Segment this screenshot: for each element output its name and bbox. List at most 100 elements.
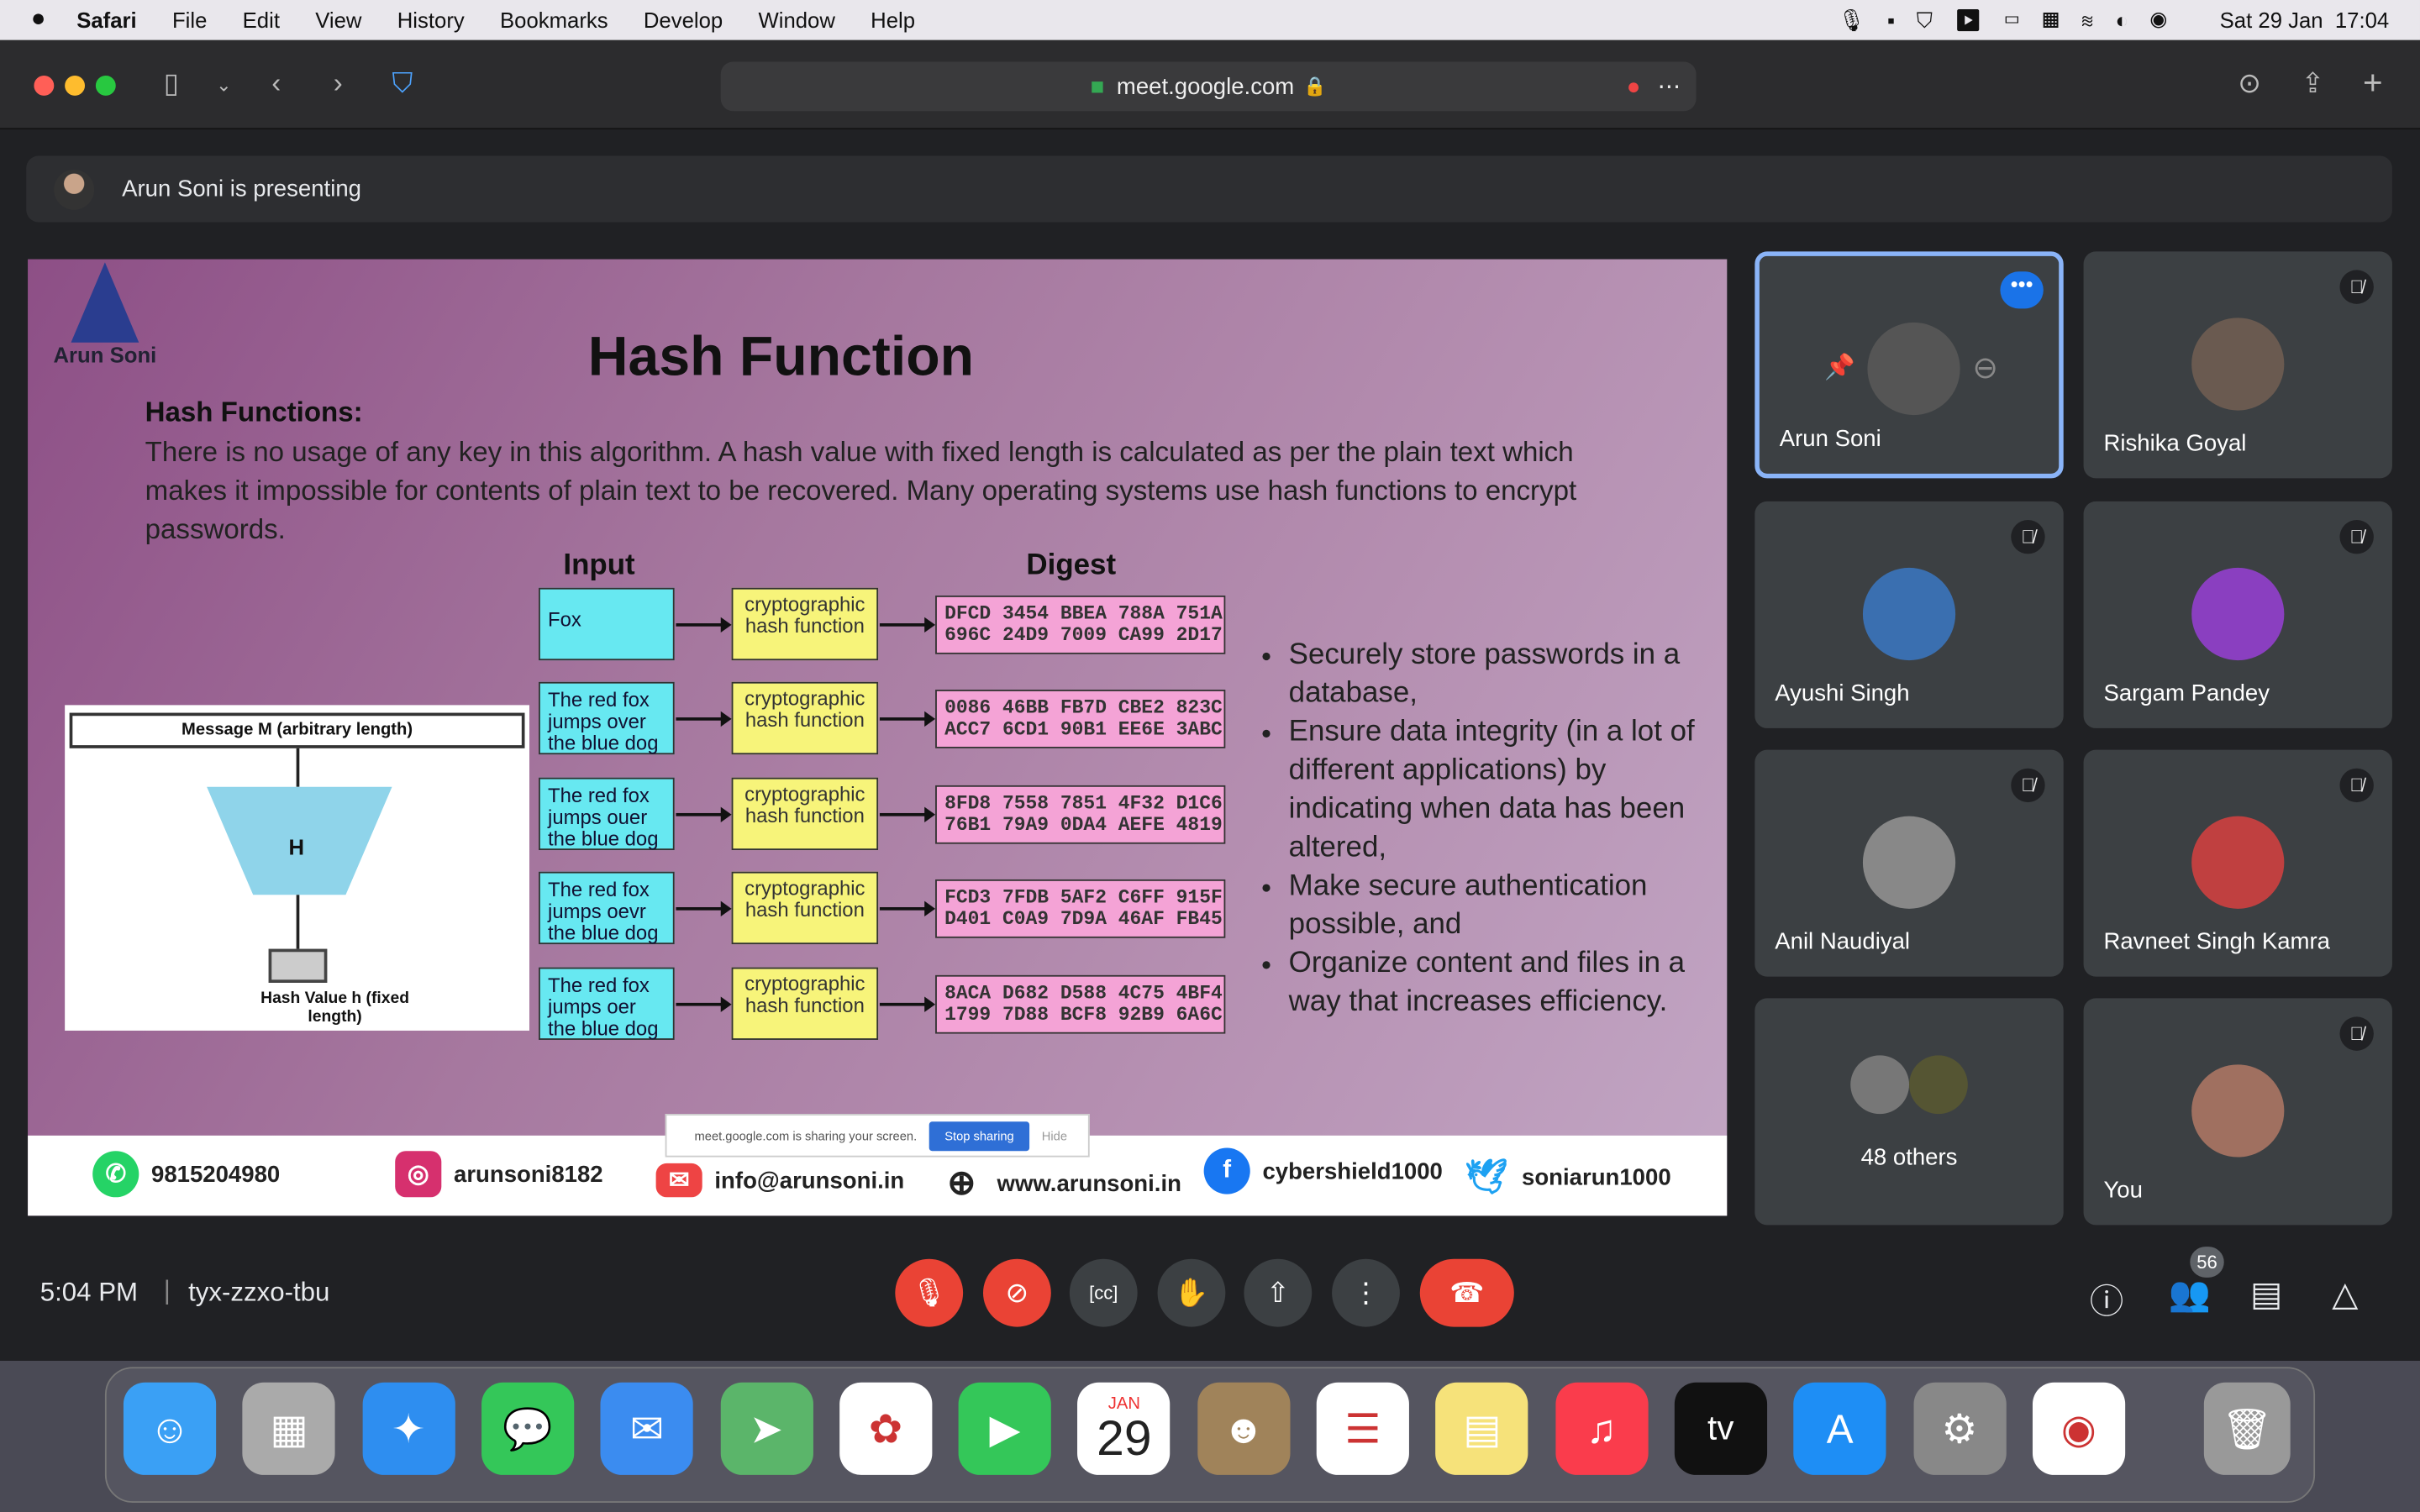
- dock-chrome[interactable]: ◉: [2032, 1382, 2125, 1475]
- dock-finder[interactable]: ☺: [123, 1382, 217, 1475]
- menu-view[interactable]: View: [315, 8, 362, 33]
- chat-icon[interactable]: ▤: [2249, 1274, 2283, 1314]
- captions-icon: [cc]: [1089, 1282, 1118, 1305]
- arrow: [879, 996, 936, 1012]
- launchpad-icon: ▦: [270, 1404, 308, 1452]
- menu-develop[interactable]: Develop: [643, 8, 723, 33]
- more-icon[interactable]: ⋯: [1657, 74, 1681, 101]
- mic-off-icon: 🎙: [911, 1276, 947, 1308]
- apple-icon[interactable]: ●: [30, 6, 46, 33]
- avatar: [1862, 567, 1956, 661]
- sidebar-icon[interactable]: ▯: [163, 67, 179, 99]
- dock-messages[interactable]: 💬: [481, 1382, 575, 1475]
- maps-icon: ➤: [749, 1404, 783, 1452]
- hide-button[interactable]: Hide: [1041, 1128, 1068, 1143]
- instagram-icon: ◎: [395, 1151, 442, 1198]
- present-button[interactable]: ⇧: [1244, 1258, 1313, 1327]
- dock-facetime[interactable]: ▶: [958, 1382, 1051, 1475]
- arrow: [676, 806, 732, 822]
- raise-hand-button[interactable]: ✋: [1157, 1258, 1226, 1327]
- muted-icon: 🎙̸: [2339, 768, 2374, 803]
- back-icon[interactable]: ‹: [271, 67, 281, 99]
- menu-window[interactable]: Window: [758, 8, 835, 33]
- participant-tile[interactable]: 🎙̸Anil Naudiyal: [1754, 749, 2064, 977]
- menu-edit[interactable]: Edit: [242, 8, 280, 33]
- activities-icon[interactable]: △: [2332, 1274, 2359, 1314]
- footer-instagram: ◎arunsoni8182: [395, 1151, 603, 1198]
- dock-photos[interactable]: ✿: [839, 1382, 933, 1475]
- download-icon[interactable]: ⊙: [2238, 67, 2261, 99]
- dock-notes[interactable]: ▤: [1435, 1382, 1528, 1475]
- camera-off-button[interactable]: ⊘: [982, 1258, 1051, 1327]
- facetime-icon: ▶: [989, 1404, 1021, 1452]
- menu-app[interactable]: Safari: [76, 8, 137, 33]
- dock-system-preferences[interactable]: ⚙: [1912, 1382, 2006, 1475]
- stop-sharing-button[interactable]: Stop sharing: [929, 1121, 1030, 1151]
- dock-contacts[interactable]: ☻: [1197, 1382, 1290, 1475]
- dock-launchpad[interactable]: ▦: [242, 1382, 336, 1475]
- participant-tile[interactable]: 🎙̸Ayushi Singh: [1754, 501, 2064, 728]
- avatar: [1867, 322, 1960, 416]
- people-icon[interactable]: 👥: [2168, 1274, 2211, 1314]
- dock-mail[interactable]: ✉: [600, 1382, 694, 1475]
- dock-maps[interactable]: ➤: [719, 1382, 813, 1475]
- remove-icon[interactable]: ⊖: [1972, 351, 1999, 386]
- avatar: [1909, 1055, 1968, 1115]
- shield-icon[interactable]: ⛉: [392, 67, 413, 99]
- mic-indicator-icon[interactable]: ●: [1626, 73, 1641, 100]
- mic-off-button[interactable]: 🎙: [895, 1258, 964, 1327]
- dock-tv[interactable]: tv: [1674, 1382, 1767, 1475]
- arrow: [879, 900, 936, 917]
- participant-tile[interactable]: •••📌⊖Arun Soni: [1754, 251, 2064, 479]
- dock-trash[interactable]: 🗑: [2203, 1382, 2291, 1475]
- new-tab-icon[interactable]: +: [2363, 63, 2383, 102]
- info-icon[interactable]: ⓘ: [2089, 1282, 2124, 1321]
- dock-music[interactable]: ♫: [1555, 1382, 1648, 1475]
- chevron-down-icon[interactable]: ⌄: [216, 74, 232, 96]
- bullet: Organize content and files in a way that…: [1289, 944, 1695, 1021]
- participant-name: Rishika Goyal: [2103, 430, 2247, 457]
- address-bar[interactable]: ■ meet.google.com 🔒 ● ⋯: [720, 61, 1697, 112]
- footer-email: ✉info@arunsoni.in: [655, 1163, 904, 1198]
- participant-tile[interactable]: 🎙̸Rishika Goyal: [2083, 251, 2392, 479]
- participant-tile[interactable]: 🎙̸You: [2083, 998, 2392, 1226]
- input-box: Fox: [539, 587, 675, 661]
- dock-reminders[interactable]: ☰: [1316, 1382, 1409, 1475]
- menu-file[interactable]: File: [171, 8, 208, 33]
- participant-tile[interactable]: 48 others: [1754, 998, 2064, 1226]
- zoom-window-button[interactable]: [95, 75, 116, 96]
- forward-icon[interactable]: ›: [333, 67, 343, 99]
- muted-icon: 🎙̸: [2339, 519, 2374, 554]
- close-window-button[interactable]: [34, 75, 55, 96]
- digest-box: FCD3 7FDB 5AF2 C6FF 915F D401 C0A9 7D9A …: [935, 879, 1226, 938]
- participant-tile[interactable]: 🎙̸ Sargam Pandey: [2083, 501, 2392, 728]
- dock-safari[interactable]: ✦: [361, 1382, 455, 1475]
- clock[interactable]: Sat 29 Jan 17:04: [2219, 8, 2390, 33]
- digest-box: DFCD 3454 BBEA 788A 751A 696C 24D9 7009 …: [935, 595, 1226, 654]
- trash-icon: 🗑: [2221, 1404, 2273, 1452]
- participant-tile[interactable]: 🎙̸Ravneet Singh Kamra: [2083, 749, 2392, 977]
- menu-bookmarks[interactable]: Bookmarks: [499, 8, 608, 33]
- pin-icon[interactable]: 📌: [1824, 354, 1855, 381]
- bullet: Securely store passwords in a database,: [1289, 636, 1695, 713]
- menu-history[interactable]: History: [397, 8, 465, 33]
- participant-name: Sargam Pandey: [2103, 680, 2270, 707]
- tile-options-button[interactable]: •••: [2000, 271, 2044, 309]
- hash-box: cryptographic hash function: [731, 967, 879, 1040]
- dock-app-store[interactable]: A: [1793, 1382, 1886, 1475]
- share-icon[interactable]: ⇪: [2301, 67, 2325, 99]
- arrow: [676, 900, 732, 917]
- captions-button[interactable]: [cc]: [1069, 1258, 1138, 1327]
- arrow: [879, 711, 936, 727]
- digest-header: Digest: [1026, 549, 1117, 582]
- mail-icon: ✉: [629, 1404, 664, 1452]
- minimize-window-button[interactable]: [65, 75, 86, 96]
- more-vert-icon: ⋮: [1351, 1276, 1381, 1308]
- footer-twitter: 🕊soniarun1000: [1463, 1154, 1671, 1200]
- bullet: Make secure authentication possible, and: [1289, 867, 1695, 944]
- more-options-button[interactable]: ⋮: [1332, 1258, 1400, 1327]
- menu-help[interactable]: Help: [871, 8, 916, 33]
- status-icons[interactable]: 🎙▪⛉▶▭▦≋◐◉: [1838, 7, 2189, 32]
- leave-call-button[interactable]: ☎: [1419, 1258, 1514, 1327]
